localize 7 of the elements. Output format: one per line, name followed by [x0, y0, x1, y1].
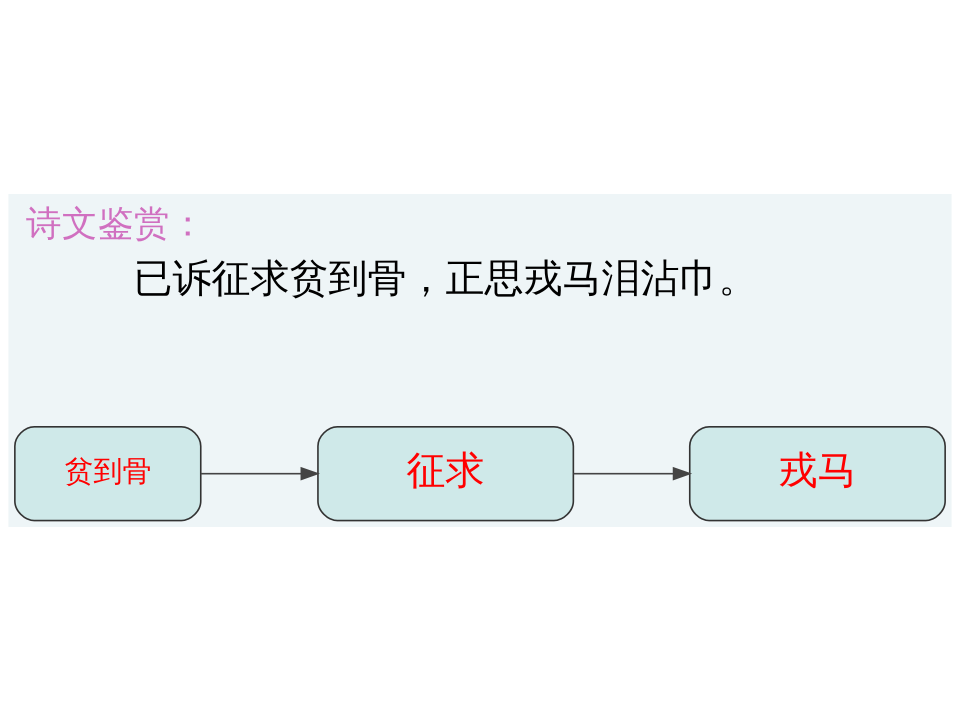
label: 已诉征求贫到骨，正思戎马泪沾巾。 — [134, 256, 758, 301]
node-box: 征求 — [317, 425, 574, 521]
arrow — [200, 466, 320, 480]
arrow — [573, 466, 692, 480]
node-box: 贫到骨 — [14, 425, 202, 521]
diagram-title: 诗文鉴赏： — [26, 202, 206, 244]
node-box: 戎马 — [688, 425, 946, 521]
